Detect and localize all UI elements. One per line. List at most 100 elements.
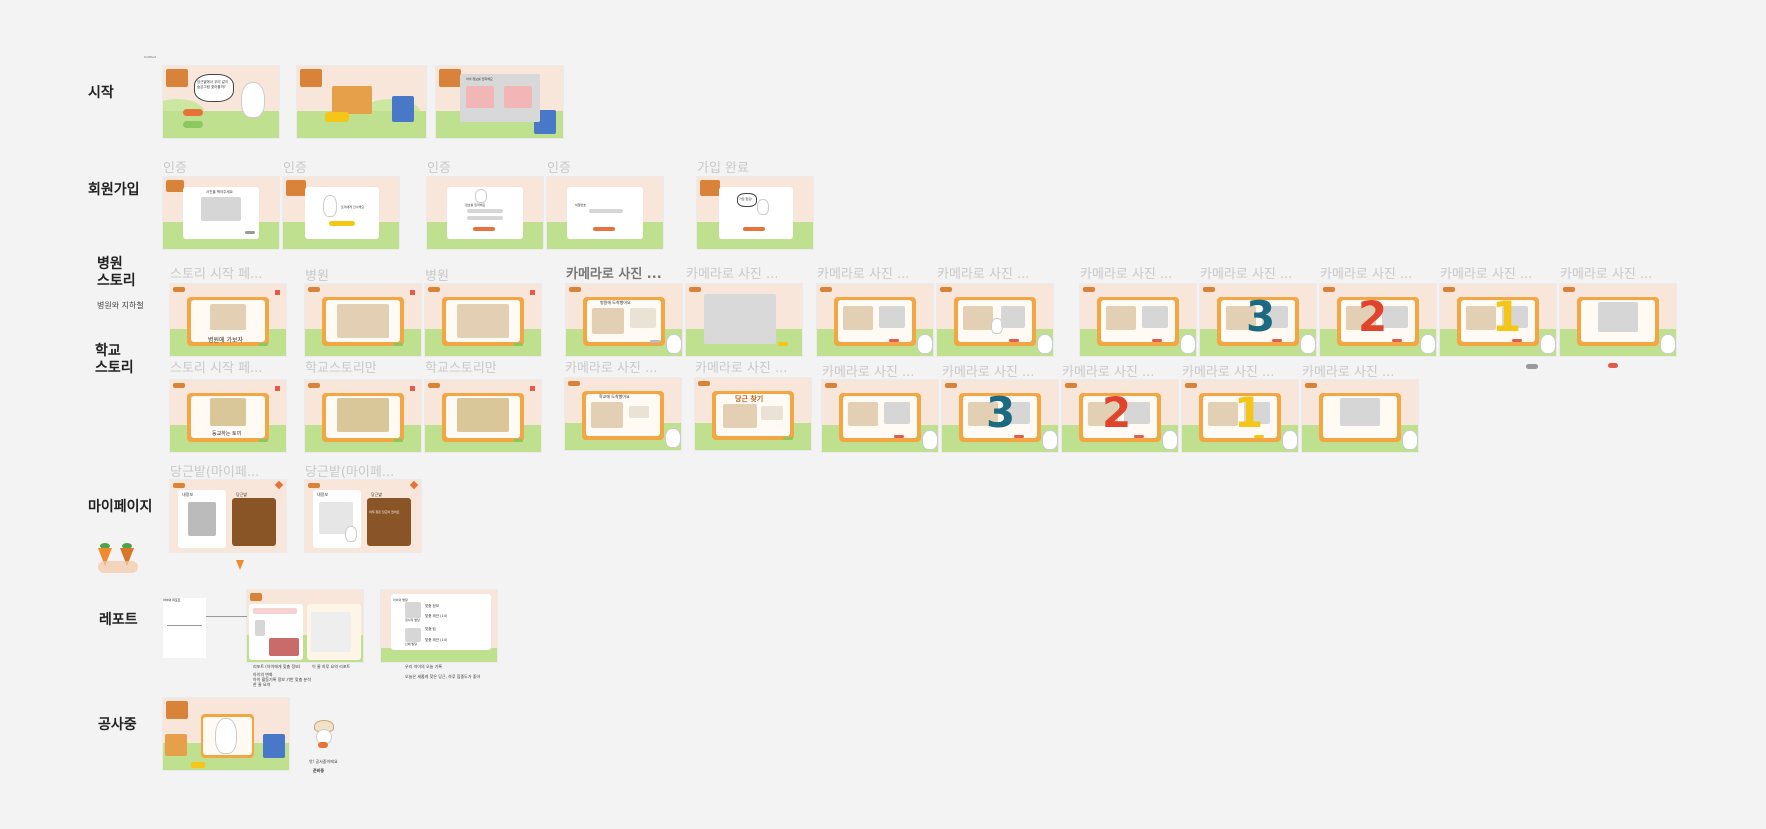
hospital-title-12: 카메라로 사진 ... — [1560, 267, 1653, 282]
school-title-3: 학교스토리만 — [425, 361, 497, 376]
school-frame-1[interactable]: 등교하는 토끼 — [170, 380, 286, 452]
report-list-4: 맞춤 제안 (10) — [425, 638, 448, 642]
row-sublabel-hospital: 병원와 지하철 — [97, 301, 144, 310]
mypage-1-left-tab: 내정보 — [182, 492, 194, 497]
signup-title-5: 가입 완료 — [697, 161, 749, 176]
construction-mascot-icon — [310, 720, 336, 750]
hospital-gray-pill — [1526, 364, 1538, 369]
school-title-1: 스토리 시작 페... — [170, 361, 263, 376]
school-frame-7[interactable]: 3 — [942, 380, 1058, 452]
start-signup-button[interactable] — [183, 109, 203, 116]
signup-3-heading: 정보를 입력해요 — [465, 203, 486, 207]
report-card-text: 아이의 리포트 — [163, 598, 181, 602]
mypage-frame-1[interactable]: 내정보 당근밭 — [170, 480, 286, 552]
hospital-frame-1[interactable]: 병원에 가보자 — [170, 284, 286, 356]
row-label-school-line2: 스토리 — [95, 360, 134, 376]
mypage-1-right-tab: 당근밭 — [236, 492, 248, 497]
hospital-frame-12[interactable] — [1560, 284, 1676, 356]
school-frame-2[interactable] — [305, 380, 421, 452]
signup-1-heading: 사진을 찍어주세요 — [206, 190, 233, 194]
hospital-frame-6[interactable] — [817, 284, 933, 356]
signup-frame-1[interactable]: 사진을 찍어주세요 — [163, 177, 279, 249]
hospital-countdown-3: 3 — [1246, 292, 1276, 341]
hospital-title-3: 병원 — [425, 269, 449, 284]
report-frame-1[interactable] — [247, 590, 363, 662]
hospital-red-pill — [1608, 363, 1618, 368]
hospital-frame-9[interactable]: 3 — [1200, 284, 1316, 356]
row-label-report: 레포트 — [99, 612, 138, 628]
hospital-title-5: 카메라로 사진 ... — [686, 267, 779, 282]
school-title-9: 카메라로 사진 ... — [1182, 365, 1275, 380]
school-frame-9[interactable]: 1 — [1182, 380, 1298, 452]
school-title-10: 카메라로 사진 ... — [1302, 365, 1395, 380]
report-note-c1: 우리 아이의 오늘 기록 — [405, 664, 442, 669]
mypage-title-2: 당근밭(마이페... — [305, 465, 395, 480]
signup-frame-2[interactable]: 토끼에게 인사해요 — [283, 177, 399, 249]
school-frame-10[interactable] — [1302, 380, 1418, 452]
start-speech: 당근밭에서 우리 같이 숨은그림 찾아볼까? — [197, 80, 229, 89]
start-frame-1[interactable]: 당근밭에서 우리 같이 숨은그림 찾아볼까? — [163, 66, 279, 138]
construction-note-2: 준비중 — [313, 768, 325, 773]
school-countdown-2: 2 — [1102, 388, 1132, 437]
school-1-caption: 등교하는 토끼 — [212, 431, 242, 437]
school-4-caption: 학교에 도착했어요 — [599, 394, 630, 399]
construction-frame[interactable] — [163, 698, 289, 770]
report-note-a1: 리포트 (아이에게 맞춤 정보) — [253, 664, 301, 669]
row-label-construction: 공사중 — [98, 717, 137, 733]
signup-4-heading: 비밀번호 — [575, 203, 587, 207]
hospital-countdown-1: 1 — [1492, 292, 1522, 341]
report-connector — [206, 616, 247, 617]
hospital-frame-5[interactable] — [686, 284, 802, 356]
hospital-frame-7[interactable] — [937, 284, 1053, 356]
report-list-2: 맞춤 제안 (10) — [425, 614, 448, 618]
start-frame-2[interactable] — [297, 66, 426, 138]
mypage-2-notice: 아직 찾은 당근이 없어요 — [369, 510, 400, 514]
report-list-1: 맞춤 정보 — [425, 604, 439, 608]
hospital-frame-11[interactable]: 1 — [1440, 284, 1556, 356]
hospital-4-caption: 병원에 도착했어요 — [600, 300, 631, 305]
report-note-c2: 오늘은 새롭게 찾은 당근, 하루 집중도가 좋아 — [405, 674, 481, 679]
mypage-2-left-tab: 내정보 — [317, 492, 329, 497]
signup-title-3: 인증 — [427, 161, 451, 176]
report-note-a3: 아이 활동기록 정보 기반 맞춤 분석 — [253, 677, 311, 682]
hospital-frame-8[interactable] — [1080, 284, 1196, 356]
hospital-frame-3[interactable] — [425, 284, 541, 356]
hospital-title-2: 병원 — [305, 269, 329, 284]
start-popup-text: 아이 정보를 입력해요 — [466, 77, 493, 81]
school-countdown-3: 3 — [986, 388, 1016, 437]
school-frame-3[interactable] — [425, 380, 541, 452]
signup-frame-4[interactable]: 비밀번호 — [547, 177, 663, 249]
school-frame-5[interactable]: 당근 찾기 — [695, 378, 811, 450]
school-title-7: 카메라로 사진 ... — [942, 365, 1035, 380]
carrot-characters-icon — [98, 543, 146, 575]
school-countdown-1: 1 — [1234, 388, 1264, 437]
hospital-title-4: 카메라로 사진 ... — [566, 267, 662, 282]
school-5-caption: 당근 찾기 — [735, 395, 764, 403]
mypage-title-1: 당근밭(마이페... — [170, 465, 260, 480]
signup-title-2: 인증 — [283, 161, 307, 176]
signup-frame-3[interactable]: 정보를 입력해요 — [427, 177, 543, 249]
report-entry-card[interactable]: 아이의 리포트 — [163, 598, 206, 658]
hospital-frame-10[interactable]: 2 — [1320, 284, 1436, 356]
school-frame-4[interactable]: 학교에 도착했어요 — [565, 378, 681, 450]
report-side-2: 정서적 발달 — [405, 618, 420, 622]
report-frame-2[interactable]: 아이의 발달 정서적 발달 신체 발달 맞춤 정보 맞춤 제안 (10) 맞춤 … — [381, 590, 497, 662]
row-label-hospital-line1: 병원 — [97, 256, 123, 272]
hospital-title-1: 스토리 시작 페... — [170, 267, 263, 282]
school-title-2: 학교스토리만 — [305, 361, 377, 376]
school-frame-8[interactable]: 2 — [1062, 380, 1178, 452]
hospital-title-7: 카메라로 사진 ... — [937, 267, 1030, 282]
row-label-signup: 회원가입 — [88, 182, 140, 198]
mypage-frame-2[interactable]: 내정보 당근밭 아직 찾은 당근이 없어요 — [305, 480, 421, 552]
hospital-frame-2[interactable] — [305, 284, 421, 356]
row-label-mypage: 마이페이지 — [88, 499, 153, 515]
signup-title-1: 인증 — [163, 161, 187, 176]
canvas-tiny-header: Untitled — [144, 55, 156, 59]
hospital-title-8: 카메라로 사진 ... — [1080, 267, 1173, 282]
start-frame-3[interactable]: 아이 정보를 입력해요 — [436, 66, 563, 138]
start-login-button[interactable] — [183, 121, 203, 128]
hospital-frame-4[interactable]: 병원에 도착했어요 — [566, 284, 682, 356]
school-title-5: 카메라로 사진 ... — [695, 361, 788, 376]
school-frame-6[interactable] — [822, 380, 938, 452]
signup-frame-5[interactable]: 가입 완료! — [697, 177, 813, 249]
